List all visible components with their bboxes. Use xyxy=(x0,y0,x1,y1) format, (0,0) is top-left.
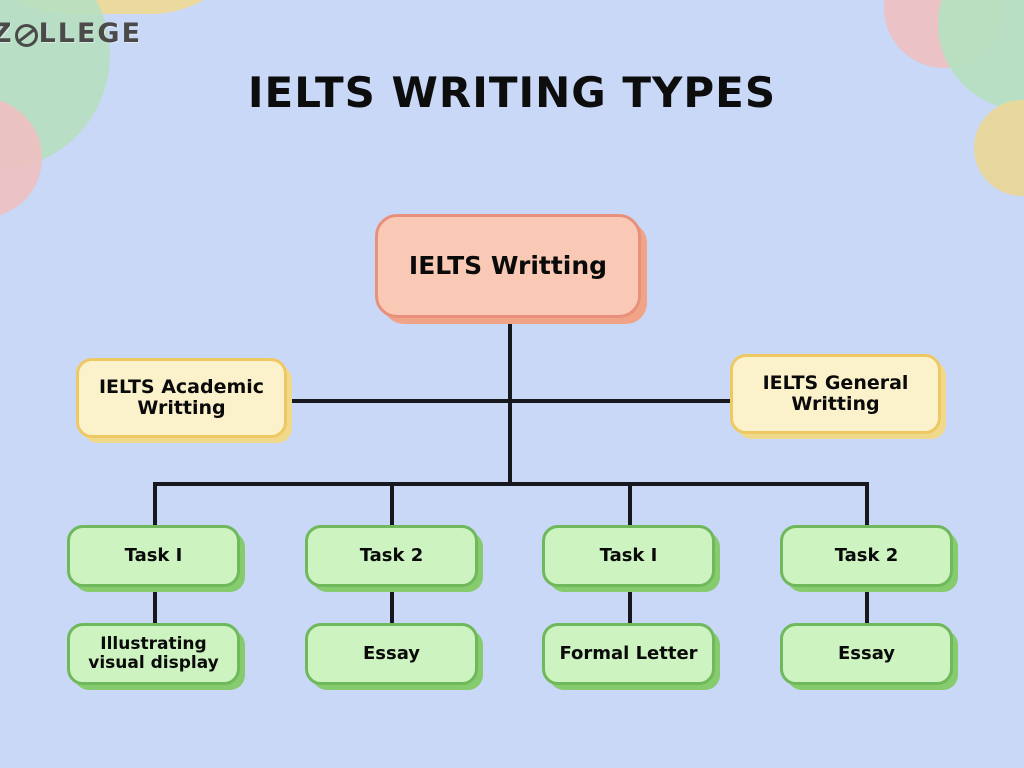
node-ielts-academic-writing[interactable]: IELTS Academic Writting xyxy=(76,358,287,438)
node-academic-task-2-label: Task 2 xyxy=(359,544,424,566)
connector-task-distribution-bar xyxy=(153,482,869,486)
node-academic-task-1[interactable]: Task I xyxy=(67,525,240,587)
node-academic-task-2[interactable]: Task 2 xyxy=(305,525,478,587)
connector-task4-to-output xyxy=(865,585,869,629)
connector-task2-to-output xyxy=(390,585,394,629)
brand-logo-prefix: Z xyxy=(0,18,14,49)
node-academic-label: IELTS Academic Writting xyxy=(98,375,265,419)
connector-task1-to-output xyxy=(153,585,157,629)
node-output-1-label: Illustrating visual display xyxy=(88,633,219,673)
node-general-task-1[interactable]: Task I xyxy=(542,525,715,587)
connector-drop-task-4 xyxy=(865,482,869,527)
node-output-formal-letter[interactable]: Formal Letter xyxy=(542,623,715,685)
page-title: IELTS WRITING TYPES xyxy=(247,68,777,117)
connector-to-academic xyxy=(292,399,510,403)
connector-drop-task-3 xyxy=(628,482,632,527)
connector-drop-task-1 xyxy=(153,482,157,527)
decorative-circle-top-left-yellow xyxy=(0,0,260,14)
node-general-task-2-label: Task 2 xyxy=(834,544,899,566)
node-output-essay-academic[interactable]: Essay xyxy=(305,623,478,685)
node-general-label: IELTS General Writting xyxy=(762,371,909,415)
node-root-ielts-writing[interactable]: IELTS Writting xyxy=(375,214,641,318)
connector-to-general xyxy=(508,399,730,403)
node-output-3-label: Formal Letter xyxy=(559,642,698,664)
node-output-2-label: Essay xyxy=(362,642,421,664)
node-academic-task-1-label: Task I xyxy=(124,544,183,566)
node-output-4-label: Essay xyxy=(837,642,896,664)
brand-logo-suffix: LLEGE xyxy=(38,18,143,49)
connector-drop-task-2 xyxy=(390,482,394,527)
connector-task3-to-output xyxy=(628,585,632,629)
node-output-illustrating-visual-display[interactable]: Illustrating visual display xyxy=(67,623,240,685)
brand-logo: Z LLEGE xyxy=(0,18,142,49)
crossed-o-logo-icon xyxy=(14,24,38,47)
node-ielts-general-writing[interactable]: IELTS General Writting xyxy=(730,354,941,434)
node-root-label: IELTS Writting xyxy=(408,251,608,280)
decorative-circle-top-right-pink xyxy=(884,0,1004,68)
node-general-task-1-label: Task I xyxy=(599,544,658,566)
node-output-essay-general[interactable]: Essay xyxy=(780,623,953,685)
node-general-task-2[interactable]: Task 2 xyxy=(780,525,953,587)
